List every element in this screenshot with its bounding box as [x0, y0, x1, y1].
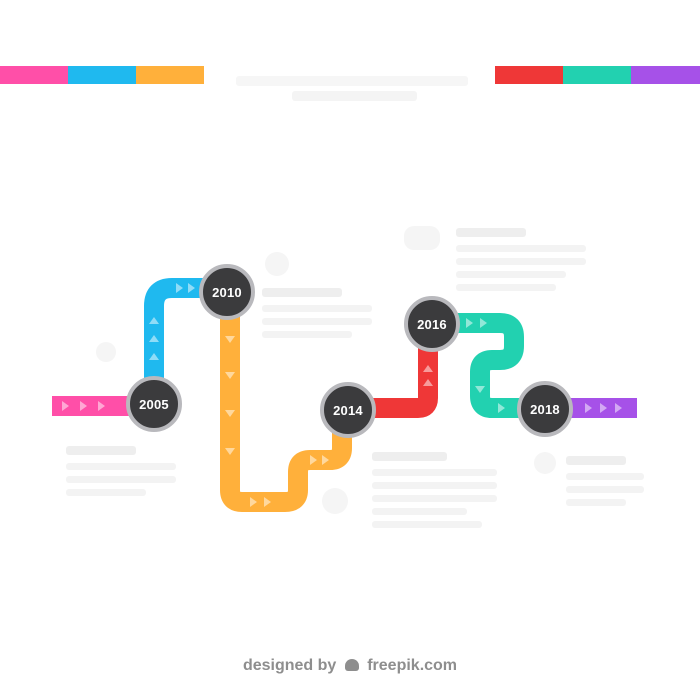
ghost-icon-4: [322, 488, 348, 514]
header-stripe-blue: [68, 66, 136, 84]
ghost-text-2005: [66, 446, 176, 502]
milestone-2005: 2005: [126, 376, 182, 432]
faint-subtitle-placeholder: [236, 76, 468, 86]
credit-line: designed by freepik.com: [0, 657, 700, 675]
freepik-logo-icon: [344, 659, 359, 671]
ghost-text-2010: [262, 288, 372, 344]
ghost-text-2014: [372, 452, 497, 534]
header-stripe-pink: [0, 66, 68, 84]
ghost-icon-5: [534, 452, 556, 474]
segment-orange: [220, 290, 352, 512]
milestone-2010: 2010: [199, 264, 255, 320]
milestone-2018: 2018: [517, 381, 573, 437]
milestone-2014: 2014: [320, 382, 376, 438]
chevrons: [62, 283, 622, 507]
credit-designed-by: designed by: [242, 657, 337, 674]
header-stripe-red: [495, 66, 563, 84]
ghost-icon-3: [404, 226, 440, 250]
header-stripe-orange: [136, 66, 204, 84]
segment-red: [348, 325, 438, 418]
faint-subtitle-placeholder-2: [292, 91, 417, 101]
ghost-text-2018: [566, 456, 644, 512]
header-stripe-purple: [631, 66, 700, 84]
ghost-icon-1: [96, 342, 116, 362]
ghost-icon-2: [265, 252, 289, 276]
segment-teal: [432, 313, 545, 418]
credit-brand: freepik.com: [367, 657, 458, 674]
header-stripe-teal: [563, 66, 631, 84]
segment-blue: [144, 278, 230, 406]
ghost-text-2016: [456, 228, 586, 297]
milestone-2016: 2016: [404, 296, 460, 352]
